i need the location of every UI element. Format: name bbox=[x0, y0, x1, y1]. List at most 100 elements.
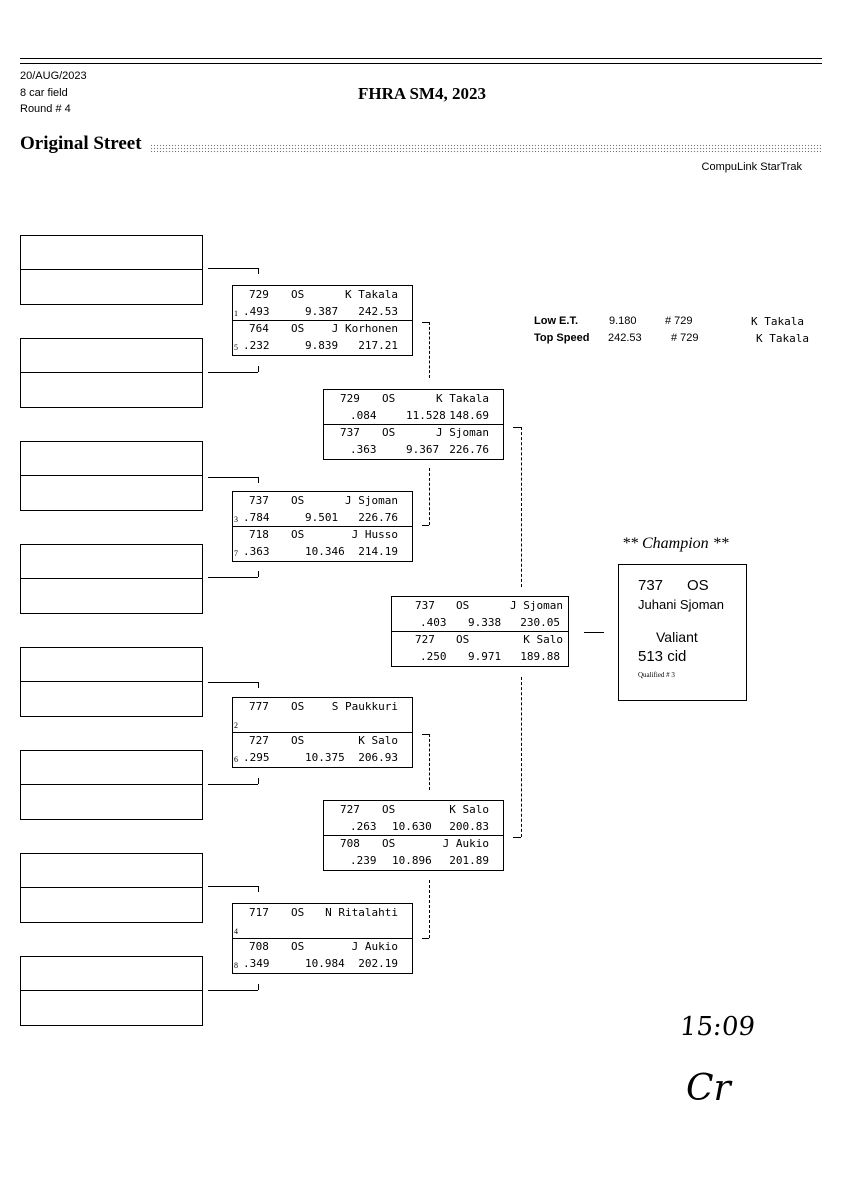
class: OS bbox=[382, 837, 396, 850]
connector bbox=[584, 632, 604, 633]
class: OS bbox=[291, 700, 305, 713]
car-number: 777 bbox=[249, 700, 269, 713]
round1-pair-4-top: 717 OS N Ritalahti 4 bbox=[233, 904, 412, 938]
connector bbox=[429, 468, 430, 525]
round1-pair-1-bottom: 764 OS J Korhonen 5 .232 9.839 217.21 bbox=[233, 320, 412, 355]
driver-name: J Korhonen bbox=[331, 322, 398, 335]
elapsed-time: 10.630 bbox=[392, 820, 432, 833]
reaction-time: .349 bbox=[243, 957, 270, 970]
reaction-time: .263 bbox=[350, 820, 377, 833]
speed: 214.19 bbox=[358, 545, 398, 558]
handwritten-time: 15:09 bbox=[678, 1012, 757, 1042]
car-number: 737 bbox=[249, 494, 269, 507]
elapsed-time: 9.367 bbox=[406, 443, 440, 456]
driver-name: K Takala bbox=[436, 392, 489, 405]
driver-name: J Aukio bbox=[442, 837, 489, 850]
top-speed-driver: K Takala bbox=[756, 332, 809, 345]
class: OS bbox=[291, 734, 305, 747]
car-number: 727 bbox=[340, 803, 360, 816]
connector bbox=[208, 477, 258, 478]
reaction-time: .250 bbox=[420, 650, 447, 663]
elapsed-time: 10.896 bbox=[392, 854, 432, 867]
elapsed-time: 10.375 bbox=[305, 751, 345, 764]
driver-name: K Salo bbox=[523, 633, 563, 646]
elapsed-time: 9.501 bbox=[305, 511, 339, 524]
qualifier-box-4 bbox=[20, 544, 203, 614]
reaction-time: .084 bbox=[350, 409, 377, 422]
reaction-time: .403 bbox=[420, 616, 447, 629]
connector bbox=[422, 525, 429, 526]
speed: 189.88 bbox=[520, 650, 560, 663]
reaction-time: .784 bbox=[243, 511, 270, 524]
speed: 230.05 bbox=[520, 616, 560, 629]
driver-name: K Salo bbox=[449, 803, 489, 816]
champion-title: ** Champion ** bbox=[622, 535, 729, 552]
class: OS bbox=[456, 599, 470, 612]
driver-name: J Sjoman bbox=[345, 494, 398, 507]
champion-qualified: Qualified # 3 bbox=[638, 671, 675, 679]
lane-number: 3 bbox=[234, 515, 238, 524]
speed: 206.93 bbox=[358, 751, 398, 764]
class-title: Original Street bbox=[20, 133, 142, 154]
top-speed-label: Top Speed bbox=[534, 332, 590, 344]
connector bbox=[208, 990, 258, 991]
driver-name: J Aukio bbox=[351, 940, 398, 953]
low-et-car: # 729 bbox=[665, 315, 693, 327]
class: OS bbox=[382, 392, 396, 405]
connector bbox=[208, 682, 258, 683]
class: OS bbox=[291, 322, 305, 335]
champion-make: Valiant bbox=[656, 629, 698, 645]
semifinal-2-bottom: 708 OS J Aukio .239 10.896 201.89 bbox=[324, 835, 503, 870]
car-number: 737 bbox=[340, 426, 360, 439]
qualifier-box-6 bbox=[20, 750, 203, 820]
champion-class: OS bbox=[687, 577, 709, 594]
event-title: FHRA SM4, 2023 bbox=[358, 84, 486, 103]
connector bbox=[258, 571, 259, 577]
car-number: 764 bbox=[249, 322, 269, 335]
lane-number: 1 bbox=[234, 309, 238, 318]
connector bbox=[422, 322, 429, 323]
connector bbox=[208, 577, 258, 578]
class: OS bbox=[291, 940, 305, 953]
connector bbox=[208, 886, 258, 887]
round1-pair-1: 729 OS K Takala 1 .493 9.387 242.53 764 … bbox=[232, 285, 413, 356]
connector bbox=[258, 984, 259, 990]
car-number: 718 bbox=[249, 528, 269, 541]
round1-pair-4: 717 OS N Ritalahti 4 708 OS J Aukio 8 .3… bbox=[232, 903, 413, 974]
qualifier-box-5 bbox=[20, 647, 203, 717]
elapsed-time: 10.984 bbox=[305, 957, 345, 970]
lane-number: 8 bbox=[234, 961, 238, 970]
semifinal-2: 727 OS K Salo .263 10.630 200.83 708 OS … bbox=[323, 800, 504, 871]
semifinal-2-top: 727 OS K Salo .263 10.630 200.83 bbox=[324, 801, 503, 835]
elapsed-time: 11.528 bbox=[406, 409, 446, 422]
reaction-time: .363 bbox=[243, 545, 270, 558]
elapsed-time: 10.346 bbox=[305, 545, 345, 558]
elapsed-time: 9.839 bbox=[305, 339, 339, 352]
top-speed-car: # 729 bbox=[671, 332, 699, 344]
connector bbox=[513, 427, 521, 428]
round-number: Round # 4 bbox=[20, 103, 71, 115]
class: OS bbox=[291, 288, 305, 301]
lane-number: 7 bbox=[234, 549, 238, 558]
speed: 200.83 bbox=[449, 820, 489, 833]
lane-number: 6 bbox=[234, 755, 238, 764]
round1-pair-2-top: 737 OS J Sjoman 3 .784 9.501 226.76 bbox=[233, 492, 412, 526]
champion-box: 737 OS Juhani Sjoman Valiant 513 cid Qua… bbox=[618, 564, 747, 701]
top-rule-2 bbox=[20, 63, 822, 64]
car-number: 708 bbox=[340, 837, 360, 850]
connector bbox=[521, 677, 522, 837]
connector bbox=[521, 427, 522, 587]
connector bbox=[208, 784, 258, 785]
round1-pair-3-bottom: 727 OS K Salo 6 .295 10.375 206.93 bbox=[233, 732, 412, 767]
car-number: 727 bbox=[415, 633, 435, 646]
driver-name: J Sjoman bbox=[436, 426, 489, 439]
speed: 148.69 bbox=[449, 409, 489, 422]
qualifier-box-8 bbox=[20, 956, 203, 1026]
class: OS bbox=[456, 633, 470, 646]
class: OS bbox=[382, 426, 396, 439]
elapsed-time: 9.971 bbox=[468, 650, 502, 663]
lane-number: 2 bbox=[234, 721, 238, 730]
round1-pair-3-top: 777 OS S Paukkuri 2 bbox=[233, 698, 412, 732]
connector bbox=[429, 734, 430, 790]
lane-number: 4 bbox=[234, 927, 238, 936]
